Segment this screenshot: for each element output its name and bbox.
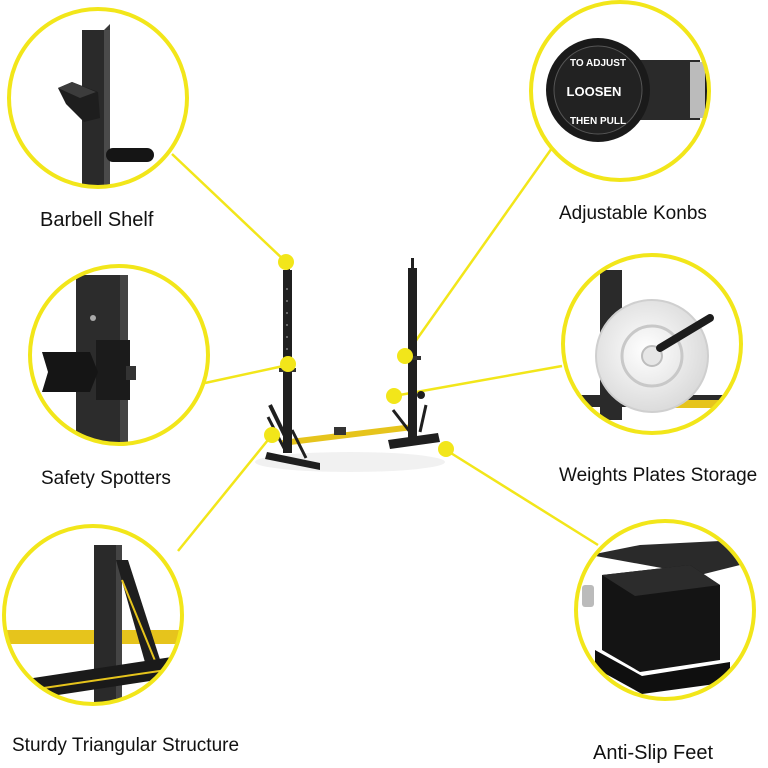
marker-dots <box>264 254 454 457</box>
detail-barbell-shelf <box>7 7 189 189</box>
detail-triangular-structure <box>2 524 184 706</box>
detail-safety-spotters <box>28 264 210 446</box>
knob-text-middle: LOOSEN <box>567 84 622 99</box>
label-sturdy-triangular-structure: Sturdy Triangular Structure <box>12 735 240 756</box>
connector-lines <box>171 147 599 552</box>
knob-text-bottom: THEN PULL <box>570 116 626 127</box>
label-safety-spotters: Safety Spotters <box>41 468 171 489</box>
label-anti-slip-feet: Anti-Slip Feet <box>593 742 714 764</box>
label-weights-plates-storage: Weights Plates Storage <box>559 465 758 486</box>
detail-adjustable-knob <box>529 0 711 182</box>
label-adjustable-knobs: Adjustable Konbs <box>559 203 707 224</box>
knob-text-top: TO ADJUST <box>570 58 626 69</box>
detail-anti-slip-feet <box>574 519 756 701</box>
detail-weight-plate-storage <box>561 253 743 435</box>
label-barbell-shelf: Barbell Shelf <box>40 209 154 231</box>
